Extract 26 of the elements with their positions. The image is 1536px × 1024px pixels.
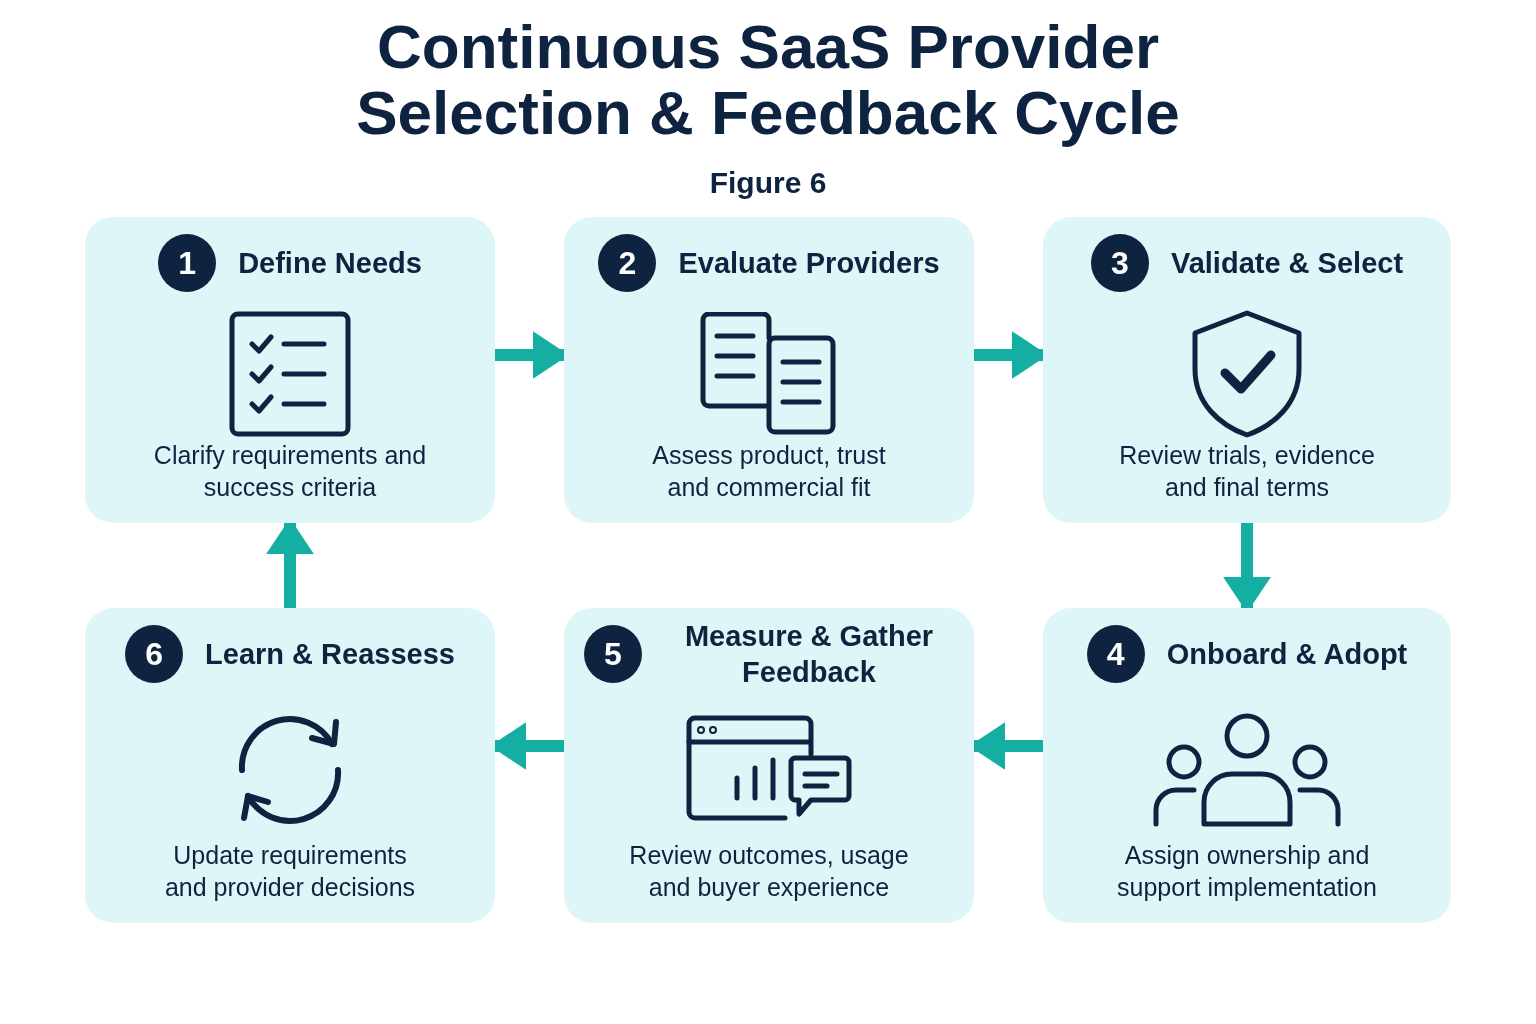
step-card [1043,217,1451,523]
step-number-badge: 6 [125,625,184,683]
step-card [85,217,495,523]
step-heading: Validate & Select [1170,246,1404,281]
step-number-badge: 4 [1086,625,1145,683]
step-card [564,217,974,523]
step-card [85,608,495,923]
step-number-badge: 3 [1090,234,1149,292]
step-description: Review trials, evidence and final terms [1118,440,1376,503]
step-description: Assign ownership and support implementation [1116,840,1378,903]
step-description: Update requirements and provider decisions [163,840,417,903]
step-heading: Learn & Reassess [205,637,455,672]
step-number-badge: 5 [584,625,642,683]
step-heading: Define Needs [238,246,422,281]
step-card [1043,608,1451,923]
step-description: Review outcomes, usage and buyer experience [629,840,909,903]
step-heading: Onboard & Adopt [1166,637,1408,672]
step-description: Assess product, trust and commercial fit [651,440,887,503]
step-heading: Evaluate Providers [678,246,940,281]
step-number-badge: 1 [158,234,217,292]
step-number-badge: 2 [598,234,657,292]
step-description: Clarify requirements and success criteria [152,440,428,503]
caption: Figure 6 [709,165,827,201]
title: Continuous SaaS Provider Selection & Feedback Cycle [355,14,1181,146]
step-heading: Measure & Gather Feedback [683,619,935,690]
step-card [564,608,974,923]
